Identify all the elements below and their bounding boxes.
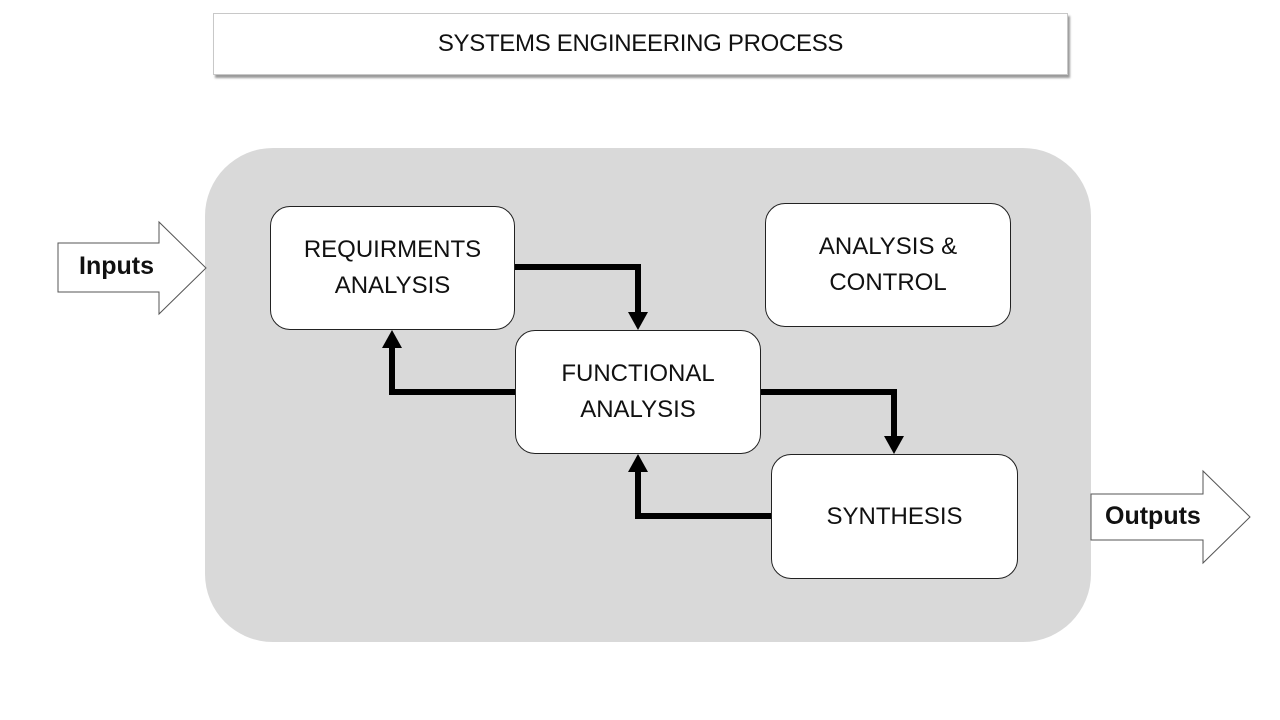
node-functional-analysis: FUNCTIONAL ANALYSIS — [515, 330, 761, 454]
node-analysis-control: ANALYSIS & CONTROL — [765, 203, 1011, 327]
diagram-title: SYSTEMS ENGINEERING PROCESS — [213, 13, 1068, 75]
inputs-label: Inputs — [79, 252, 154, 280]
node-synthesis: SYNTHESIS — [771, 454, 1018, 579]
outputs-label: Outputs — [1105, 502, 1201, 530]
node-requirements-analysis: REQUIRMENTS ANALYSIS — [270, 206, 515, 330]
